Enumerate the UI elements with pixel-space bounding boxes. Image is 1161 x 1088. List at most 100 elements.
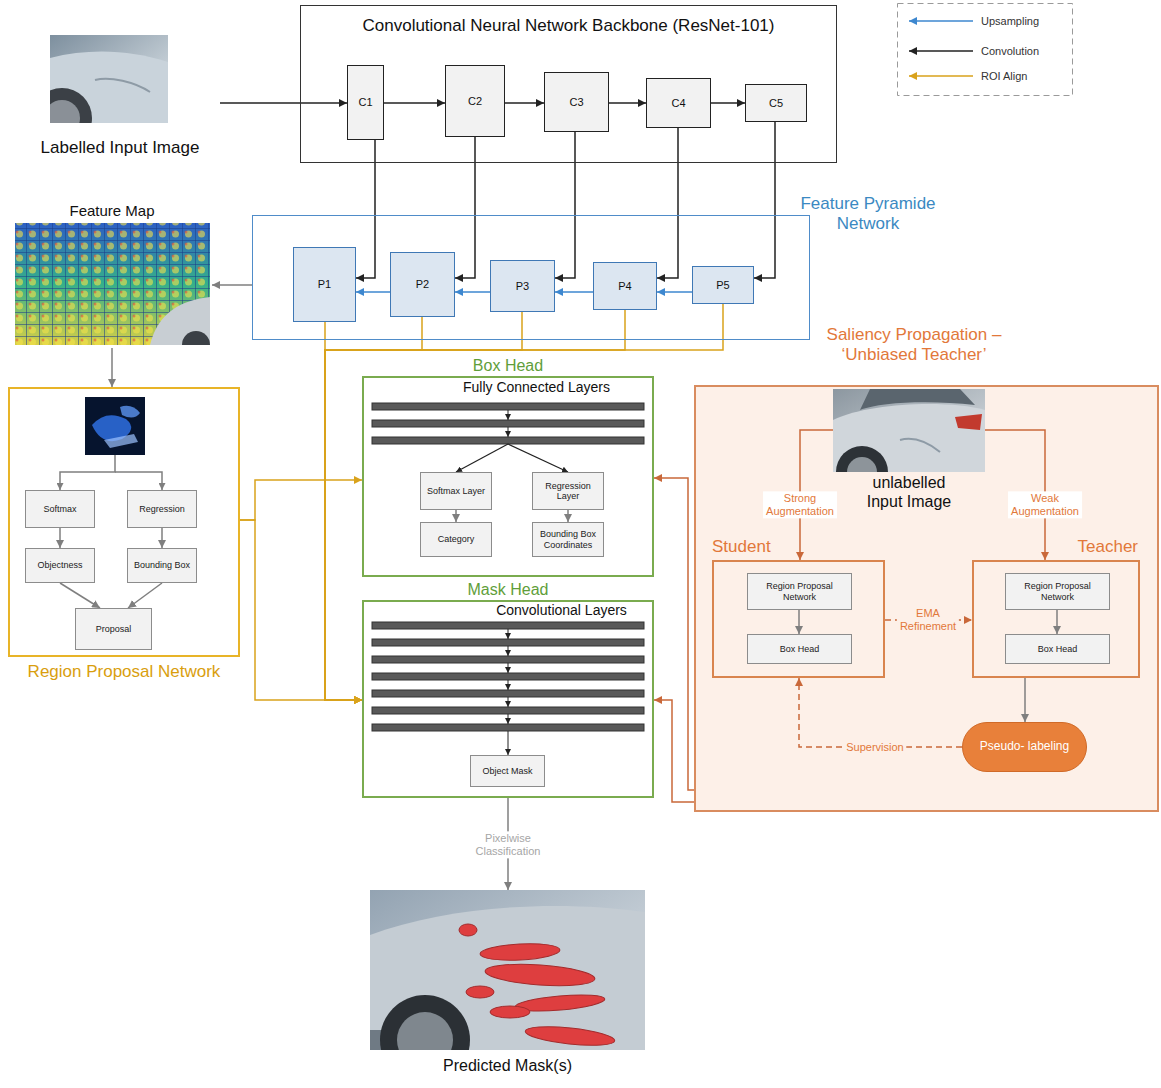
pyramid-box: Feature Pyramide NetworkP1P2P3P4P5 [252, 215, 810, 340]
legend-line [909, 50, 973, 52]
process-box: Category [420, 522, 492, 557]
group-subtitle: Fully Connected Layers [424, 379, 649, 396]
connector [240, 520, 362, 700]
pyramid-level: P4 [593, 262, 657, 310]
connector [455, 137, 475, 278]
layer-bar [372, 622, 644, 629]
pyramid-level: P2 [390, 252, 455, 317]
node-label: Softmax Layer [423, 486, 489, 496]
connector [161, 528, 163, 548]
layer-bar [372, 656, 644, 663]
layer-arrow [508, 714, 509, 724]
connector [325, 322, 362, 700]
node-label: C4 [649, 97, 708, 110]
head-box: Mask HeadConvolutional LayersObject Mask [362, 600, 654, 798]
feature-cells [15, 223, 210, 345]
group-title: Box Head [364, 357, 652, 375]
wheel [50, 88, 92, 123]
legend-item: Convolution [905, 45, 1039, 57]
connector [609, 102, 646, 104]
feature-map-image [15, 223, 210, 345]
process-box: Box Head [747, 634, 852, 664]
node-label: C5 [748, 97, 804, 110]
legend-frame [898, 4, 1073, 96]
image-caption: unlabelled Input Image [854, 473, 964, 511]
layer-arrow [508, 410, 509, 420]
layer-box: C5 [745, 84, 807, 122]
connector [1056, 610, 1058, 634]
process-box: Region Proposal Network [747, 573, 852, 610]
layer-bar [372, 707, 644, 714]
head-box: Box HeadFully Connected LayersSoftmax La… [362, 376, 654, 577]
connector [657, 128, 678, 278]
damage-masks [459, 924, 616, 1049]
rim [50, 100, 80, 123]
connector [798, 610, 800, 634]
mask-blob [459, 924, 477, 936]
layer-arrow [508, 697, 509, 707]
connector [128, 583, 162, 608]
connector-label: Strong Augmentation [763, 491, 837, 518]
layer-box: C4 [646, 78, 711, 128]
image-node: Predicted Mask(s) [370, 890, 645, 1082]
node-label: Bounding Box [130, 560, 194, 570]
image-node: Labelled Input Image [20, 35, 220, 162]
proposal-thumbnail [85, 397, 145, 455]
legend-swatch [905, 70, 975, 82]
layer-box: C1 [347, 65, 384, 140]
pyramid-level: P3 [490, 260, 555, 312]
connector [754, 122, 775, 278]
split-line [115, 472, 162, 490]
node-label: Box Head [750, 644, 849, 654]
node-label: Bounding Box Coordinates [535, 529, 601, 550]
panel-fill [695, 386, 1158, 811]
node-label: Regression Layer [535, 481, 601, 502]
mask-blob [484, 961, 595, 989]
process-box: Objectness [25, 548, 95, 583]
legend-line [909, 20, 973, 22]
network-box: Region Proposal NetworkSoftmaxRegression… [8, 387, 240, 657]
connector [505, 102, 544, 104]
connector [240, 480, 362, 520]
legend-item: ROI Align [905, 70, 1027, 82]
legend-swatch [905, 15, 975, 27]
feature-ground [15, 223, 210, 345]
layer-arrow [508, 427, 509, 437]
rim [847, 457, 877, 472]
node-label: C2 [448, 95, 502, 108]
node-label: Pseudo- labeling [965, 740, 1084, 754]
legend-swatch [905, 45, 975, 57]
saliency-blob [120, 406, 140, 418]
layer-arrow [508, 731, 509, 755]
layer-arrow [508, 680, 509, 690]
connector [356, 140, 375, 278]
image-node: unlabelled Input Image [833, 387, 985, 519]
connector [384, 102, 445, 104]
connector [654, 478, 694, 790]
backbone-box: Convolutional Neural Network Backbone (R… [300, 5, 837, 163]
process-box: Softmax Layer [420, 472, 492, 510]
node-label: Softmax [28, 504, 92, 514]
node-label: P5 [695, 279, 751, 292]
node-label: C3 [547, 96, 606, 109]
model-box: StudentRegion Proposal NetworkBox Head [712, 560, 885, 678]
connector [799, 678, 962, 747]
legend-label: ROI Align [981, 70, 1027, 82]
connector [325, 317, 422, 700]
layer-bar [372, 437, 644, 444]
layer-box: C3 [544, 72, 609, 132]
connector [455, 510, 457, 522]
legend-line [909, 75, 973, 77]
connector [111, 348, 113, 387]
node-label: Objectness [28, 560, 92, 570]
group-title: Saliency Propagation – ‘Unbiased Teacher… [804, 325, 1024, 365]
layer-box: C2 [445, 65, 505, 137]
process-box: Box Head [1005, 634, 1110, 664]
group-subtitle: Convolutional Layers [474, 602, 649, 619]
node-label: Box Head [1008, 644, 1107, 654]
image-node: Feature Map [12, 202, 212, 348]
pyramid-level: P5 [692, 266, 754, 304]
pill-box: Pseudo- labeling [962, 722, 1087, 772]
image-caption: Labelled Input Image [20, 138, 220, 158]
process-box: Bounding Box [127, 548, 197, 583]
